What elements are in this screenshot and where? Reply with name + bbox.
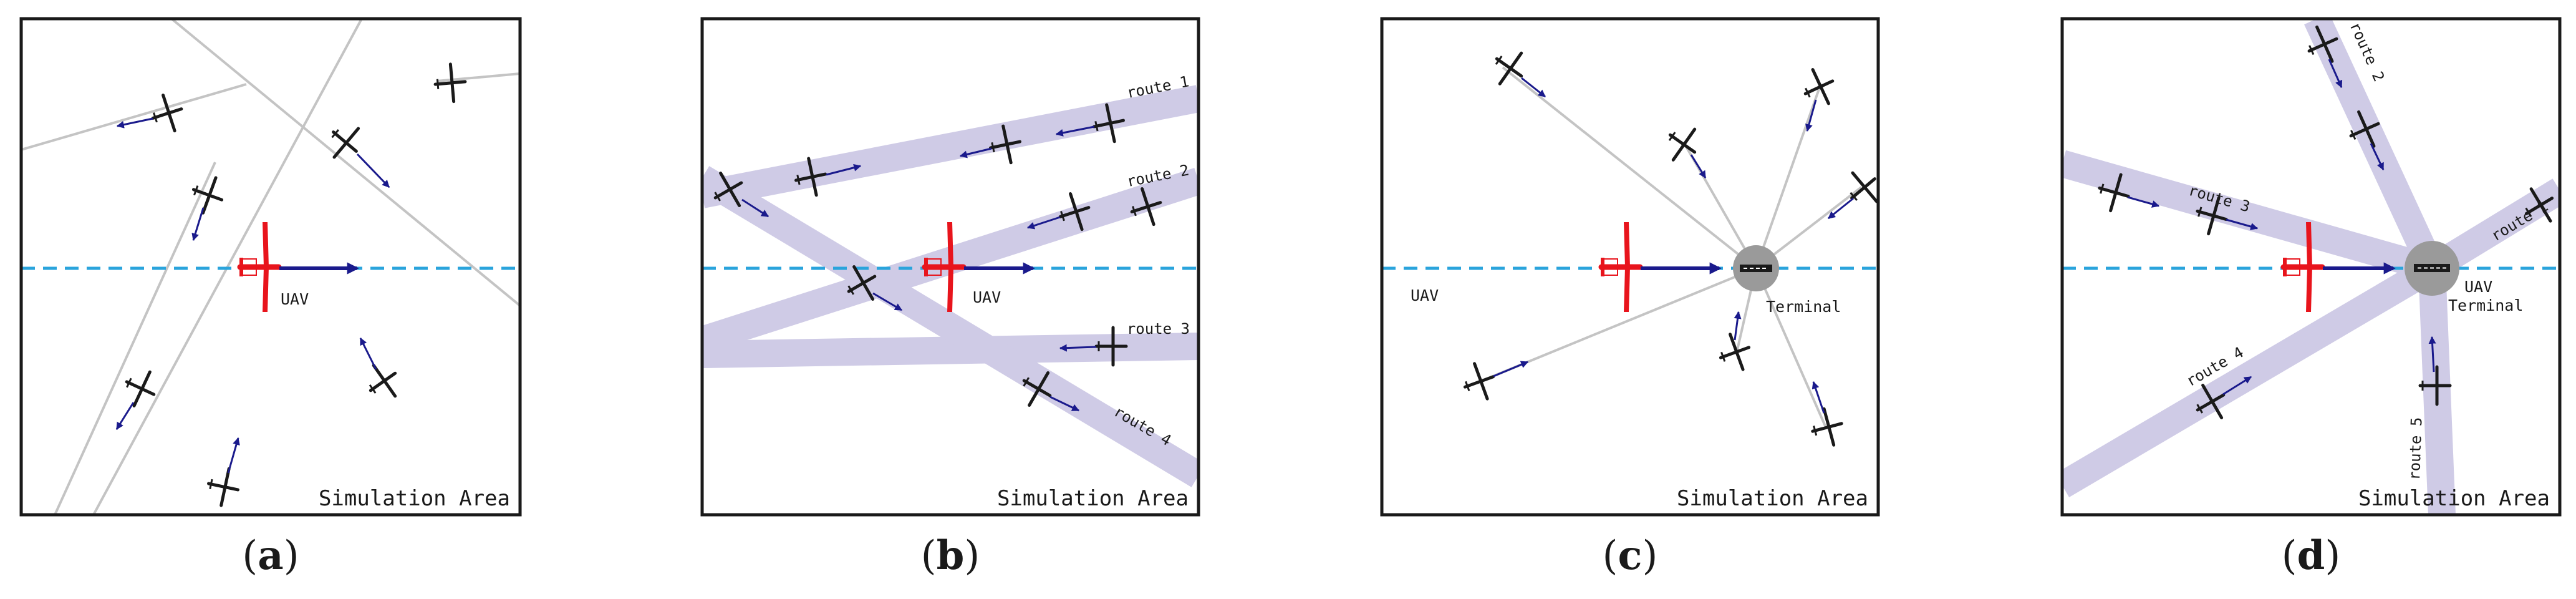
aircraft-icon [2418, 365, 2452, 406]
aircraft-icon [1811, 407, 1843, 447]
uav-label: UAV [973, 288, 1001, 306]
aircraft-heading-arrow [115, 402, 135, 431]
panel-d-frame [2060, 17, 2562, 517]
simulation-area-label: Simulation Area [1677, 486, 1868, 511]
aircraft-icon [2307, 25, 2338, 63]
runway-terminal-icon [2405, 241, 2459, 296]
aircraft-icon [1850, 171, 1879, 203]
aircraft-heading-arrow [359, 337, 377, 370]
aircraft-heading-arrow [1811, 381, 1825, 414]
aircraft-icon [1093, 103, 1125, 144]
aircraft-icon [2524, 187, 2554, 223]
aircraft-icon [794, 157, 827, 197]
panel-a-frame [19, 17, 522, 517]
aircraft-heading-arrow [1521, 77, 1546, 98]
aircraft-icon [2349, 110, 2380, 148]
aircraft-heading-arrow [1059, 344, 1097, 352]
aircraft-icon [125, 370, 156, 407]
aircraft-icon [369, 364, 397, 398]
panel-b-caption: (b) [921, 532, 980, 579]
aircraft-icon [1719, 333, 1751, 371]
aircraft-heading-arrow [1493, 361, 1529, 377]
aircraft-heading-arrow [356, 153, 390, 188]
panel-b: route 1 route 2 route 3 route 4 UAV Simu… [700, 17, 1200, 579]
aircraft-heading-arrow [741, 198, 769, 218]
aircraft-icon [1094, 326, 1128, 367]
aircraft-icon [1463, 362, 1495, 401]
aircraft-heading-arrow [2328, 59, 2343, 89]
aircraft-icon [1058, 192, 1091, 231]
aircraft-heading-arrow [227, 437, 240, 474]
aircraft-icon [2196, 384, 2226, 419]
aircraft-icon [2196, 196, 2228, 236]
simulation-area-label: Simulation Area [319, 486, 510, 511]
uav-label: UAV [1411, 286, 1439, 304]
aircraft-icon [331, 127, 360, 159]
aircraft-heading-arrow [116, 117, 153, 129]
aircraft-icon [713, 172, 743, 207]
route-label: route 5 [2406, 417, 2426, 480]
uav-plane-icon [237, 222, 282, 312]
panel-a-caption: (a) [242, 532, 299, 579]
aircraft-heading-arrow [1690, 154, 1707, 179]
aircraft-heading-arrow [191, 207, 205, 241]
uav-plane-icon [922, 222, 967, 312]
terminal-label: Terminal [2448, 296, 2523, 314]
aircraft-heading-arrow [1828, 197, 1854, 220]
panel-c-caption: (c) [1603, 532, 1658, 579]
aircraft-icon [151, 94, 183, 133]
aircraft-icon [1022, 371, 1052, 407]
aircraft-heading-arrow [1026, 216, 1061, 230]
panel-a: UAV Simulation Area (a) [19, 17, 522, 579]
aircraft-icon [1495, 51, 1523, 85]
uav-plane-icon [1598, 222, 1643, 312]
simulation-area-label: Simulation Area [997, 486, 1189, 511]
aircraft-icon [433, 62, 467, 104]
aircraft-icon [1130, 187, 1162, 226]
route-label: route 3 [1127, 320, 1190, 338]
aircraft-heading-arrow [2370, 143, 2385, 171]
route-band-4 [702, 166, 1199, 487]
aircraft-heading-arrow [2222, 376, 2252, 396]
panel-d-caption: (d) [2282, 532, 2341, 579]
aircraft-icon [1803, 68, 1835, 105]
aircraft-heading-arrow [959, 147, 992, 158]
runway-terminal-icon [1733, 245, 1779, 291]
aircraft-heading-arrow [2428, 336, 2436, 373]
aircraft-icon [847, 265, 877, 301]
uav-label: UAV [281, 290, 309, 308]
aircraft-icon [191, 176, 224, 215]
panel-c: Terminal UAV Simulation Area (c) [1380, 17, 1880, 579]
uav-label: UAV [2464, 278, 2492, 296]
aircraft-heading-arrow [1734, 311, 1742, 341]
uav-plane-icon [2280, 222, 2325, 312]
panel-b-frame [700, 17, 1200, 517]
aircraft-heading-arrow [872, 292, 903, 311]
aircraft-icon [1668, 127, 1697, 162]
route-band-1 [702, 85, 1199, 208]
aircraft-heading-arrow [1805, 99, 1817, 132]
aircraft-heading-arrow [2226, 218, 2259, 230]
simulation-area-label: Simulation Area [2358, 486, 2550, 511]
panel-c-frame [1380, 17, 1880, 517]
route-band-3 [2062, 150, 2436, 282]
aircraft-icon [2098, 173, 2130, 213]
panel-d: route 1 route 2 route 3 route 4 route 5 … [2060, 17, 2562, 579]
aircraft-heading-arrow [1049, 396, 1080, 412]
aircraft-heading-arrow [2127, 196, 2160, 208]
aircraft-heading-arrow [826, 163, 862, 176]
aircraft-icon [207, 467, 239, 507]
aircraft-icon [989, 124, 1021, 165]
aircraft-heading-arrow [1055, 125, 1095, 137]
terminal-label: Terminal [1766, 298, 1841, 316]
